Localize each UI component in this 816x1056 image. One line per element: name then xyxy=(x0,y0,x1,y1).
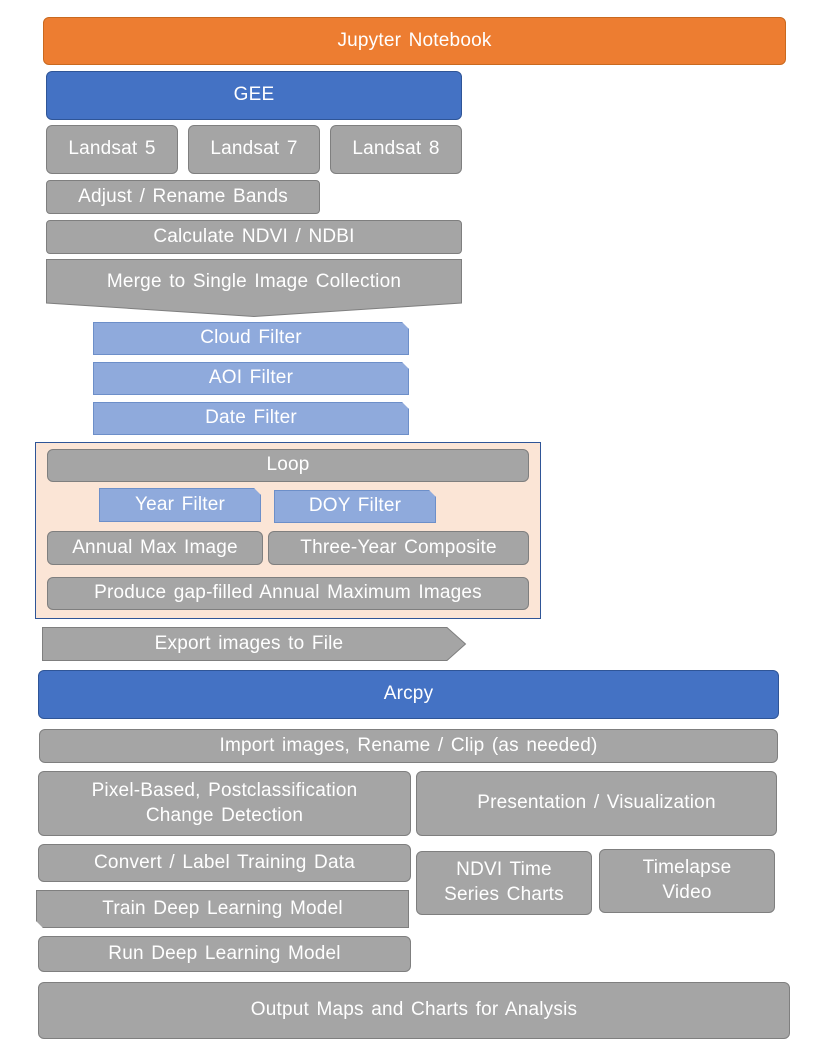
cloud-filter-box: Cloud Filter xyxy=(93,322,409,355)
merge-shape xyxy=(46,259,462,318)
loop-box: Loop xyxy=(47,449,529,482)
arcpy-box: Arcpy xyxy=(38,670,779,719)
merge-label: Merge to Single Image Collection xyxy=(106,271,402,292)
run-deep-learning-model-box: Run Deep Learning Model xyxy=(38,936,411,972)
gee-box: GEE xyxy=(46,71,462,120)
landsat-8-box: Landsat 8 xyxy=(330,125,462,174)
import-images-box: Import images, Rename / Clip (as needed) xyxy=(39,729,778,763)
doy-filter-box: DOY Filter xyxy=(274,490,436,523)
calculate-ndvi-ndbi-box: Calculate NDVI / NDBI xyxy=(46,220,462,254)
annual-max-image-box: Annual Max Image xyxy=(47,531,263,565)
produce-gap-filled-box: Produce gap-filled Annual Maximum Images xyxy=(47,577,529,610)
train-deep-learning-model-box: Train Deep Learning Model xyxy=(36,890,409,928)
landsat-5-box: Landsat 5 xyxy=(46,125,178,174)
presentation-visualization-box: Presentation / Visualization xyxy=(416,771,777,836)
export-label: Export images to File xyxy=(154,633,344,654)
timelapse-video-box: Timelapse Video xyxy=(599,849,775,913)
ndvi-time-series-charts-box: NDVI Time Series Charts xyxy=(416,851,592,915)
year-filter-box: Year Filter xyxy=(99,488,261,522)
three-year-composite-box: Three-Year Composite xyxy=(268,531,529,565)
output-maps-charts-box: Output Maps and Charts for Analysis xyxy=(38,982,790,1039)
aoi-filter-box: AOI Filter xyxy=(93,362,409,395)
date-filter-box: Date Filter xyxy=(93,402,409,435)
jupyter-notebook-box: Jupyter Notebook xyxy=(43,17,786,65)
pixel-based-change-detection-box: Pixel-Based, Postclassification Change D… xyxy=(38,771,411,836)
adjust-rename-bands-box: Adjust / Rename Bands xyxy=(46,180,320,214)
landsat-7-box: Landsat 7 xyxy=(188,125,320,174)
convert-label-training-data-box: Convert / Label Training Data xyxy=(38,844,411,882)
export-shape xyxy=(42,627,467,661)
